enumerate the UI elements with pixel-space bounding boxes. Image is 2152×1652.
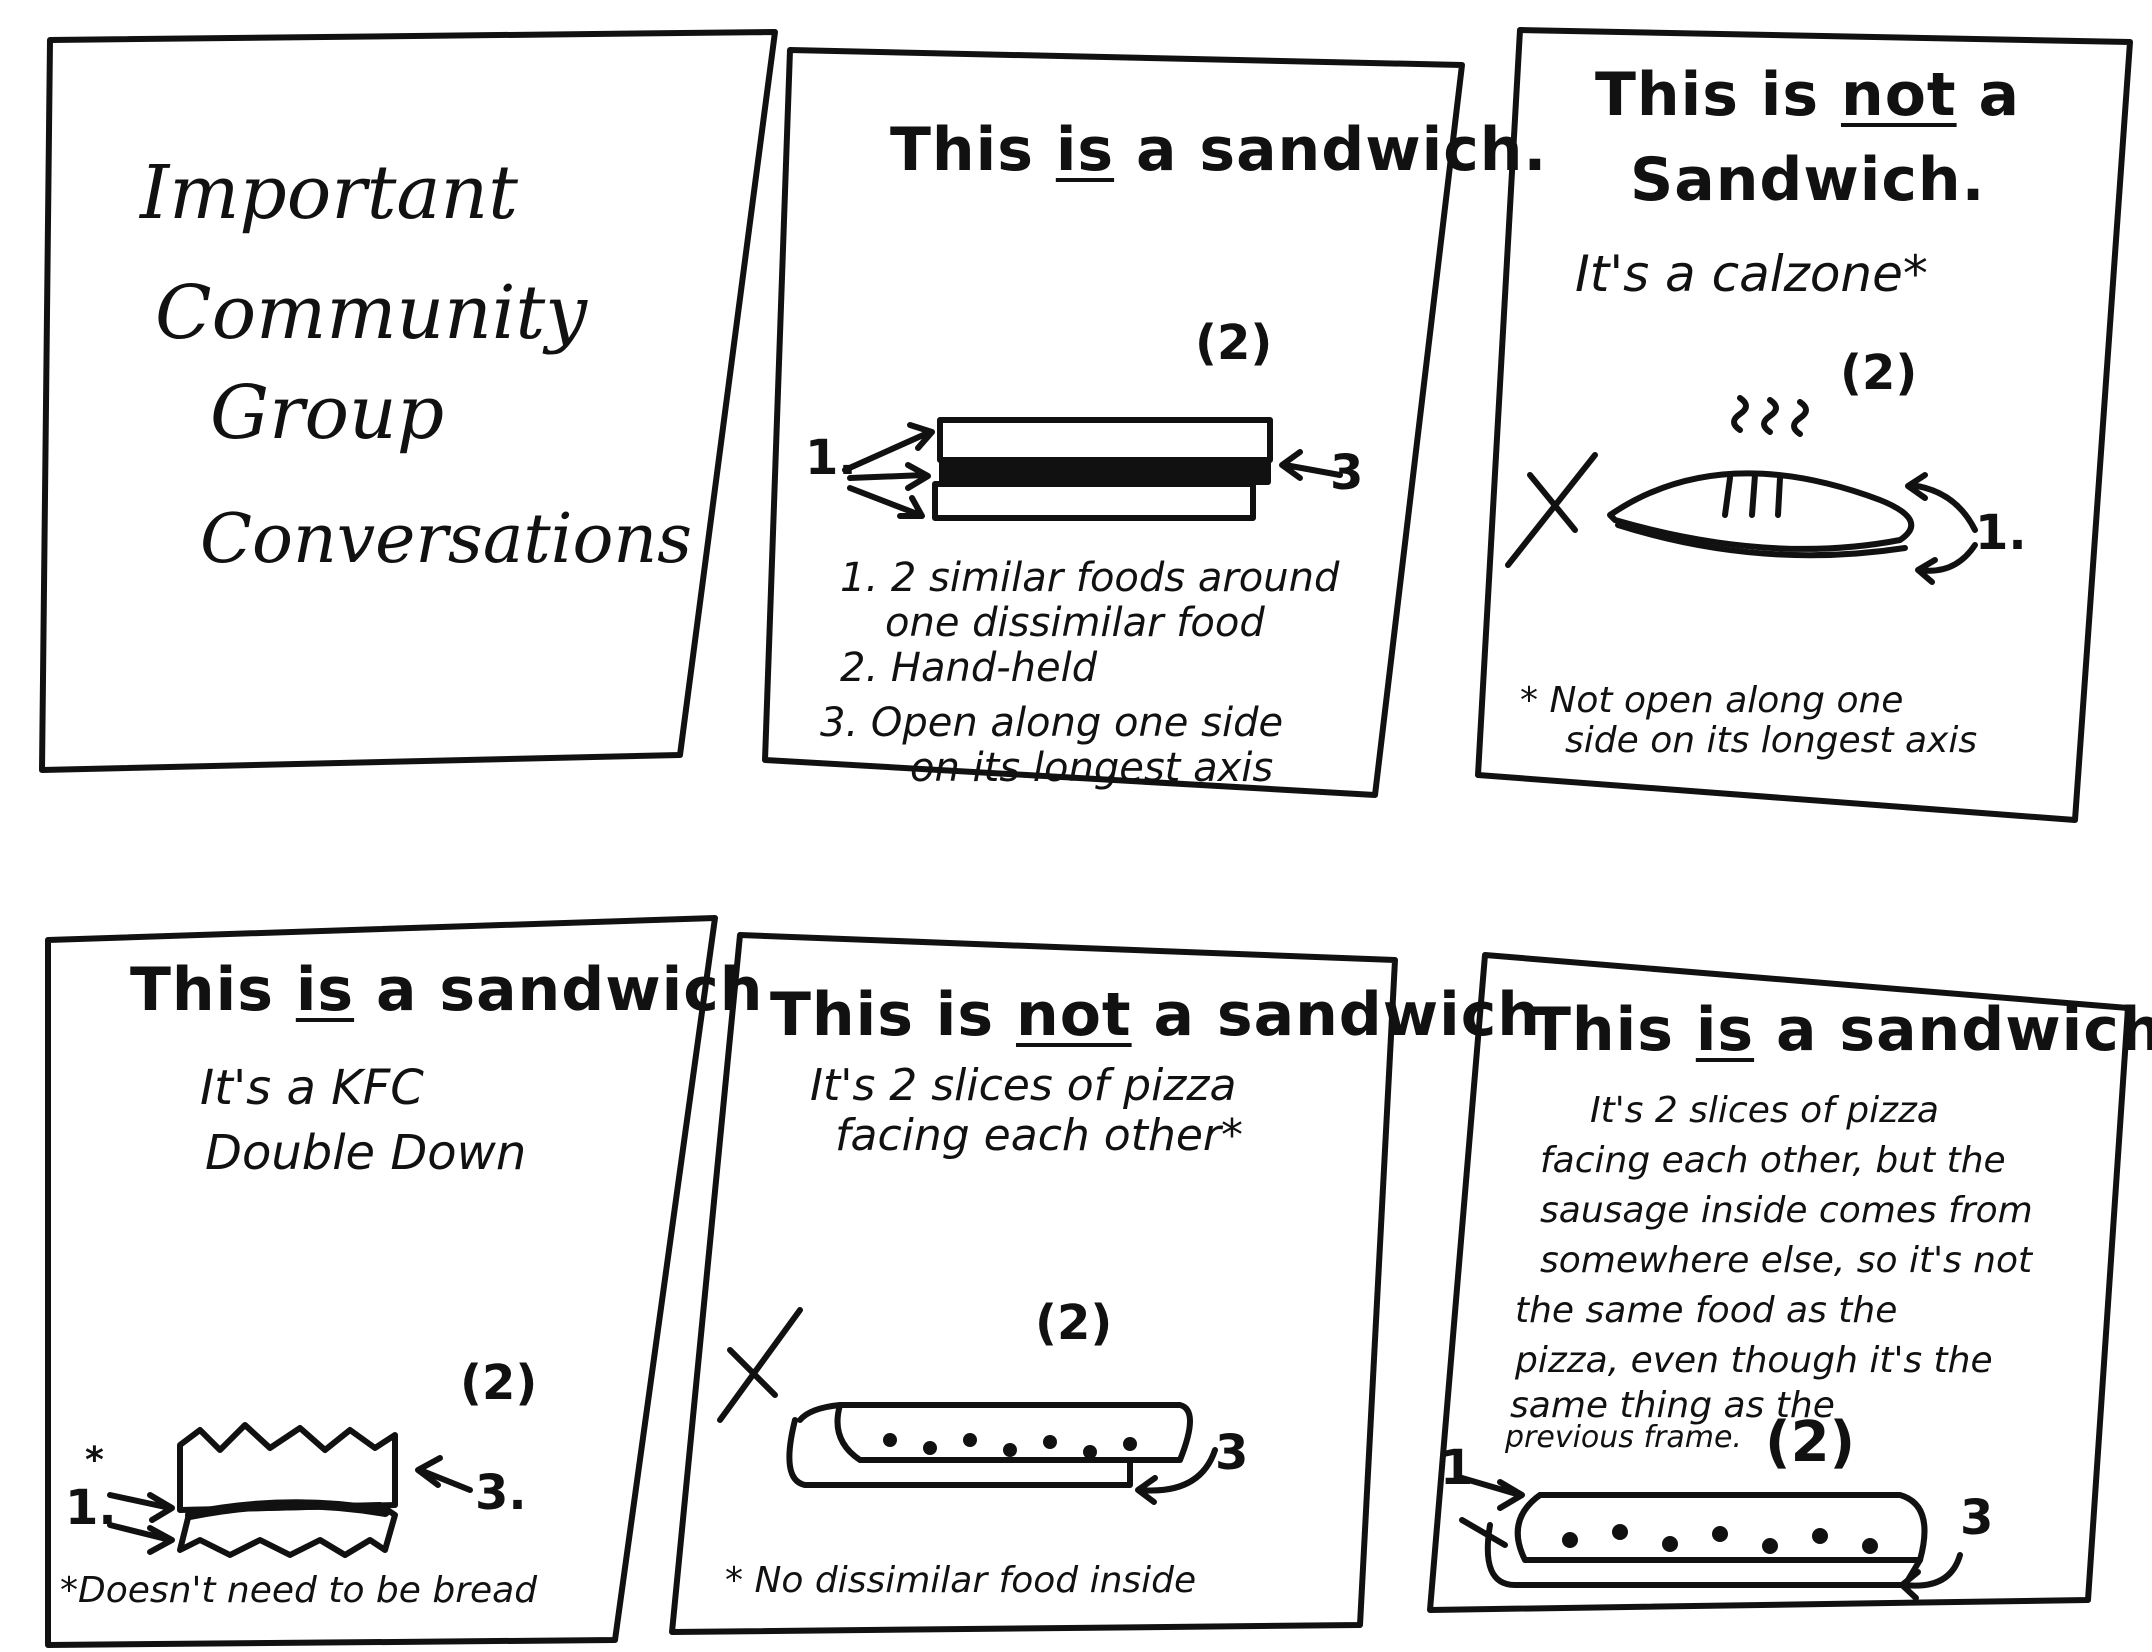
panel-frame-1 [39,29,778,773]
rule-3-cont: on its longest axis [910,745,1274,791]
rule-3: 3. Open along one side [820,700,1284,746]
panel-title: This is not a [1595,60,2020,130]
panel-title: This is not a sandwich [770,980,1541,1050]
panel-subtitle-line-2: facing each other* [835,1110,1243,1161]
title-post: a sandwich [1754,995,2152,1065]
footnote: * No dissimilar food inside [725,1560,1197,1601]
rule-2: 2. Hand-held [840,645,1098,691]
pizza-slices-drawing [786,1402,1193,1488]
rule-1-cont: one dissimilar food [885,600,1265,646]
title-emphasis: not [1840,60,1957,130]
label-2: (2) [1195,315,1273,371]
arrow-3 [415,1455,473,1493]
arrow-1b [1915,542,1978,585]
label-2: (2) [1840,345,1918,401]
title-pre: This is [770,980,1016,1050]
panel-title-line-2: Sandwich. [1630,145,1986,215]
arrow-1b [847,462,931,491]
rule-1: 1. 2 similar foods around [840,555,1340,601]
title-post: a [1956,60,2020,130]
label-2: (2) [1035,1295,1113,1351]
cover-line-4: Conversations [200,500,693,579]
title-emphasis: not [1015,980,1132,1050]
panel-subtitle-line-1: It's a KFC [200,1060,424,1116]
arrow-1 [107,1492,175,1523]
arrow-3 [1899,1552,1963,1601]
filling-dots [883,1433,1878,1554]
panel-title: This is a sandwich [130,955,764,1025]
arrow-1b [1459,1517,1508,1548]
label-1: 1. [805,430,857,486]
body-line-2: facing each other, but the [1540,1140,2006,1181]
arrow-1 [842,422,935,473]
cover-line-2: Community [155,270,588,356]
cover-line-3: Group [210,370,445,456]
cross-mark [1505,452,1598,568]
arrow-1c [847,485,925,519]
label-2: (2) [460,1355,538,1411]
body-line-7: same thing as the [1510,1385,1835,1426]
panel-title: This is a sandwich. [890,115,1547,185]
panel-frame-6 [1427,952,2131,1613]
arrow-1 [1905,472,1978,533]
panel-frame-4 [45,915,718,1648]
panel-frame-5 [669,932,1398,1635]
title-emphasis: is [295,955,355,1025]
label-3: 3 [1215,1425,1249,1481]
body-line-8: previous frame. [1505,1420,1742,1455]
title-pre: This [1530,995,1696,1065]
title-pre: This [130,955,296,1025]
panel-frame-3 [1475,27,2133,823]
title-emphasis: is [1695,995,1755,1065]
footnote-line-2: side on its longest axis [1565,720,1978,761]
panel-subtitle: It's a calzone* [1575,245,1928,303]
label-1: 1. [65,1480,117,1536]
arrow-3 [1279,449,1343,481]
body-line-6: pizza, even though it's the [1515,1340,1993,1381]
title-emphasis: is [1055,115,1115,185]
body-line-3: sausage inside comes from [1540,1190,2033,1231]
label-1: 1. [1975,505,2027,561]
label-3: 3 [1330,445,1364,501]
label-2: (2) [1765,1410,1856,1475]
panel-title: This is a sandwich [1530,995,2152,1065]
double-down-drawing [177,1422,398,1558]
body-line-5: the same food as the [1515,1290,1898,1331]
pizza-sausage-drawing [1484,1492,1928,1588]
title-post: a sandwich [354,955,764,1025]
cross-mark [717,1307,803,1423]
label-star: * [85,1440,104,1481]
panel-subtitle-line-2: Double Down [205,1125,527,1181]
cover-line-1: Important [140,150,518,236]
label-3: 3. [475,1465,527,1521]
label-1: 1 [1440,1440,1474,1496]
body-line-1: It's 2 slices of pizza [1590,1090,1939,1131]
title-pre: This is [1595,60,1841,130]
title-post: a sandwich [1131,980,1542,1050]
label-3: 3 [1960,1490,1994,1546]
footnote: *Doesn't need to be bread [60,1570,538,1611]
arrow-1b [107,1522,175,1555]
arrow-1 [1459,1475,1525,1511]
arrow-3 [1135,1447,1218,1505]
sandwich-drawing [932,417,1273,521]
title-post: a sandwich. [1114,115,1548,185]
panel-frame-2 [762,47,1465,798]
title-pre: This [890,115,1056,185]
footnote-line-1: * Not open along one [1520,680,1904,721]
calzone-drawing [1607,395,1915,559]
body-line-4: somewhere else, so it's not [1540,1240,2033,1281]
panel-subtitle-line-1: It's 2 slices of pizza [810,1060,1237,1111]
